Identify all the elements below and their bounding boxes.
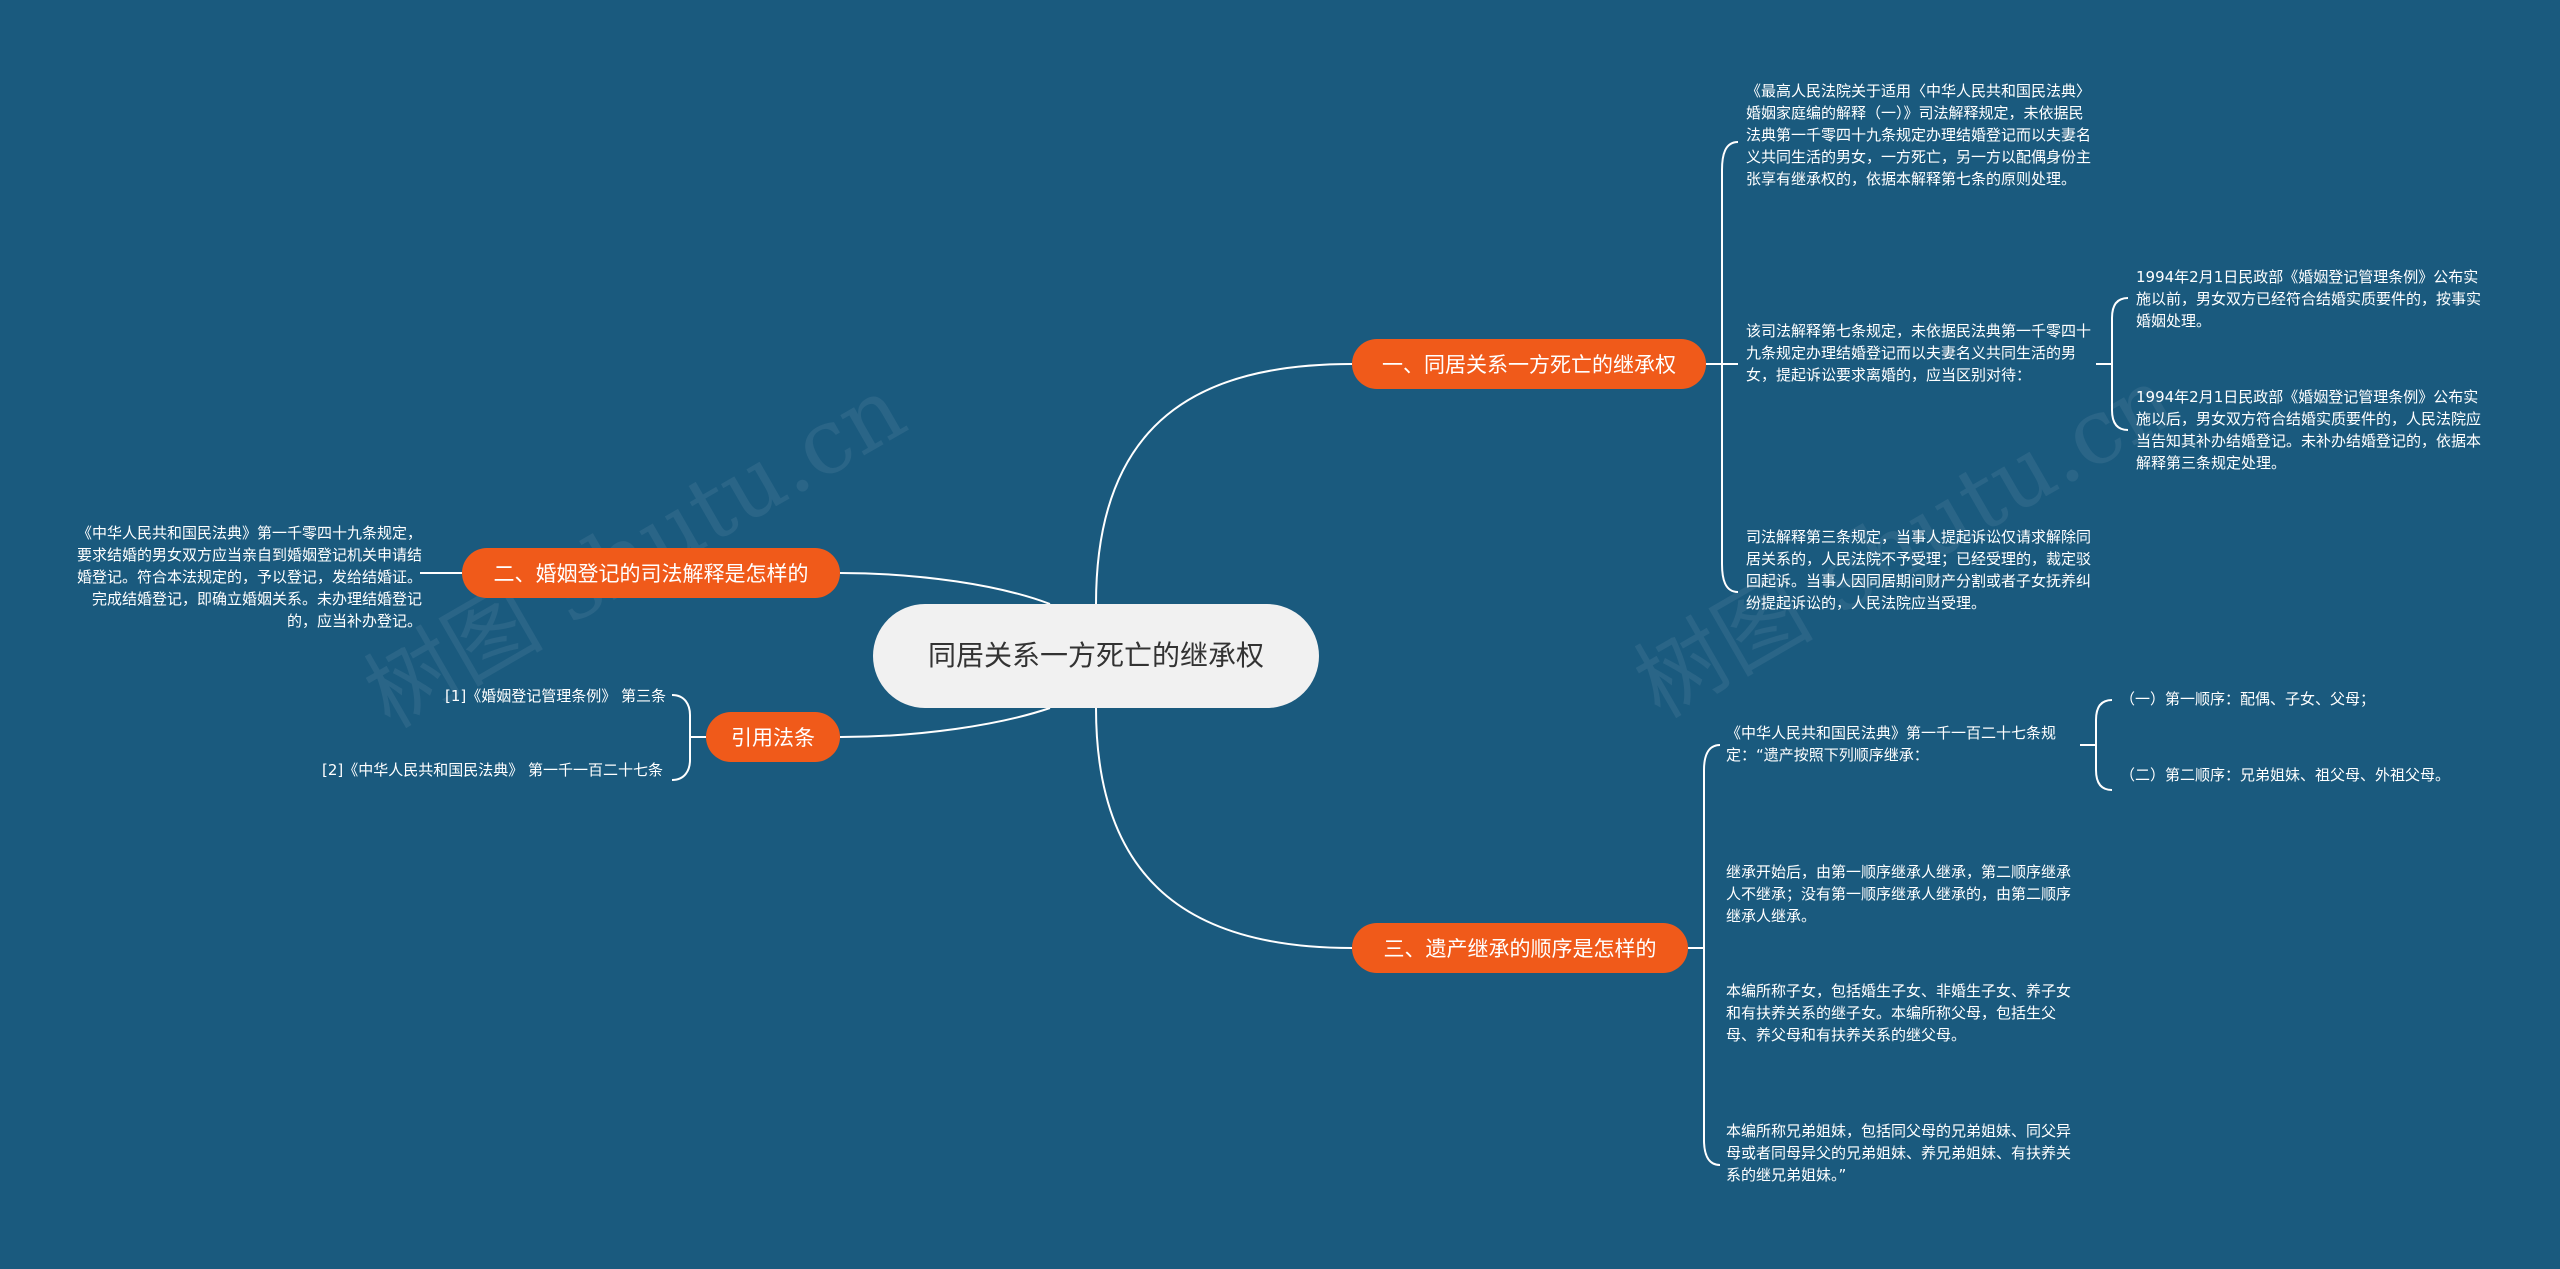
central-topic[interactable]: 同居关系一方死亡的继承权: [873, 604, 1319, 708]
leaf-b4-1b: （二）第二顺序：兄弟姐妹、祖父母、外祖父母。: [2120, 766, 2451, 784]
branch-b1[interactable]: 一、同居关系一方死亡的继承权: [1352, 339, 1706, 389]
link-center-b1: [1095, 363, 1353, 605]
leaf-b1-2a: 1994年2月1日民政部《婚姻登记管理条例》公布实施以前，男女双方已经符合结婚实…: [2136, 268, 2482, 330]
branch-b2[interactable]: 二、婚姻登记的司法解释是怎样的: [462, 548, 840, 598]
branch-b4[interactable]: 三、遗产继承的顺序是怎样的: [1352, 923, 1688, 973]
link-center-b3: [839, 707, 1051, 738]
branch-b3[interactable]: 引用法条: [706, 712, 840, 762]
leaf-b4-1a: （一）第一顺序：配偶、子女、父母；: [2120, 690, 2376, 708]
leaf-b3-2: [2]《中华人民共和国民法典》 第一千一百二十七条: [322, 761, 664, 779]
link-center-b2: [839, 572, 1051, 605]
leaf-b4-1: 《中华人民共和国民法典》第一千一百二十七条规定：“遗产按照下列顺序继承：: [1726, 724, 2057, 764]
leaf-b1-2: 该司法解释第七条规定，未依据民法典第一千零四十九条规定办理结婚登记而以夫妻名义共…: [1746, 322, 2092, 384]
leaf-b4-3: 本编所称子女，包括婚生子女、非婚生子女、养子女和有扶养关系的继子女。本编所称父母…: [1726, 982, 2072, 1044]
leaf-b4-2: 继承开始后，由第一顺序继承人继承，第二顺序继承人不继承；没有第一顺序继承人继承的…: [1726, 863, 2072, 925]
leaf-b3-1: [1]《婚姻登记管理条例》 第三条: [444, 687, 666, 705]
leaf-b1-1: 《最高人民法院关于适用〈中华人民共和国民法典〉婚姻家庭编的解释（一）》司法解释规…: [1746, 82, 2092, 188]
leaf-b1-2b: 1994年2月1日民政部《婚姻登记管理条例》公布实施以后，男女双方符合结婚实质要…: [2136, 388, 2482, 472]
leaf-b1-3: 司法解释第三条规定，当事人提起诉讼仅请求解除同居关系的，人民法院不予受理；已经受…: [1746, 528, 2092, 612]
leaf-b4-4: 本编所称兄弟姐妹，包括同父母的兄弟姐妹、同父异母或者同母异父的兄弟姐妹、养兄弟姐…: [1726, 1122, 2072, 1184]
leaf-b2-1: 《中华人民共和国民法典》第一千零四十九条规定，要求结婚的男女双方应当亲自到婚姻登…: [76, 524, 422, 630]
link-center-b4: [1095, 707, 1353, 949]
